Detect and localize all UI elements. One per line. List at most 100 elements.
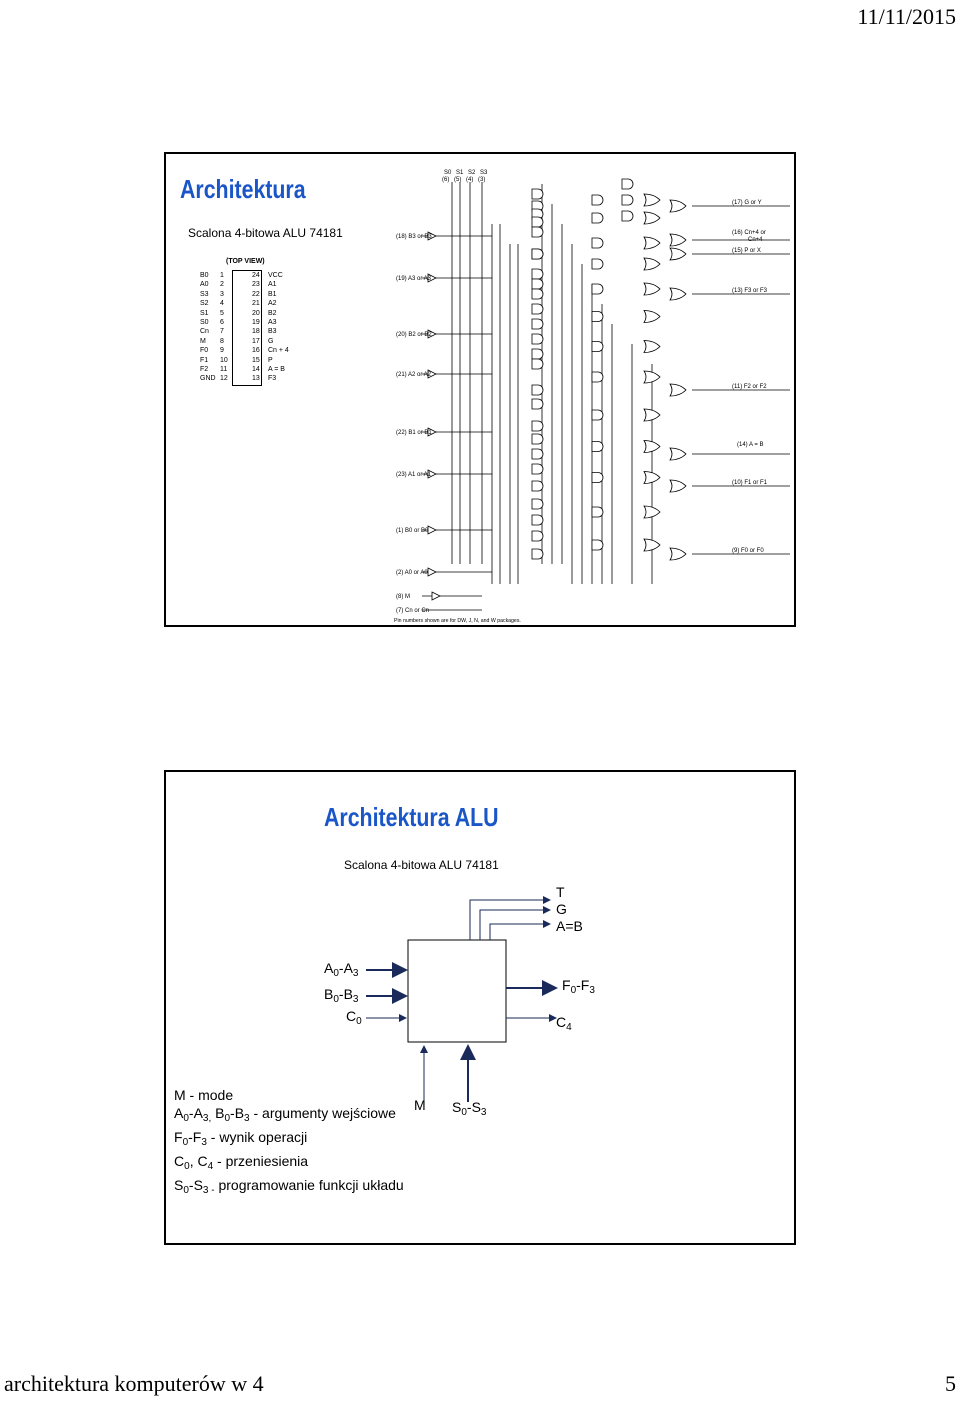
pin-number-right: 23 xyxy=(252,281,260,289)
select-pin-s1: (5) xyxy=(454,177,461,183)
and-gate-icon xyxy=(591,341,604,352)
or-gate-icon xyxy=(643,408,661,422)
or-gate-icon xyxy=(643,505,661,519)
inverter-icon xyxy=(431,591,441,601)
select-pin-s0: (6) xyxy=(442,177,449,183)
output-cn4-bar: Cn+4 xyxy=(748,237,763,243)
ic-body xyxy=(232,270,262,386)
and-gate-icon xyxy=(531,514,544,526)
pin-number-left: 9 xyxy=(220,347,224,355)
or-gate-icon xyxy=(643,538,661,552)
and-gate-icon xyxy=(531,358,544,370)
and-gate-icon xyxy=(591,539,604,551)
input-b1: (22) B1 or B1 xyxy=(396,430,432,436)
output-label-f: F0-F3 xyxy=(562,977,595,996)
alu-logic-schematic: S0 S1 S2 S3 (6) (5) (4) (3) (18) B3 or B… xyxy=(394,170,790,624)
and-gate-icon xyxy=(591,441,604,452)
pin-name-left: F1 xyxy=(200,356,209,364)
or-gate-icon xyxy=(643,310,661,323)
pin-number-right: 17 xyxy=(252,337,260,345)
and-gate-icon xyxy=(591,311,604,322)
input-cn: (7) Cn or Cn xyxy=(396,608,429,614)
or-gate-icon xyxy=(643,282,661,296)
and-gate-icon xyxy=(591,194,604,206)
and-gate-icon xyxy=(531,384,544,396)
pin-name-right: A1 xyxy=(268,281,277,289)
select-label-s0: S0 xyxy=(444,170,452,176)
pin-name-left: F0 xyxy=(200,347,209,355)
alu-box xyxy=(407,939,507,1043)
output-label-c4: C4 xyxy=(556,1014,572,1033)
output-label-t: T xyxy=(556,884,565,900)
or-gate-icon xyxy=(669,383,687,397)
and-gate-icon xyxy=(531,303,544,315)
and-gate-icon xyxy=(531,318,544,330)
input-a1: (23) A1 or A1 xyxy=(396,472,432,478)
pin-name-right: G xyxy=(268,337,274,345)
pin-name-left: M xyxy=(200,337,206,345)
and-gate-icon xyxy=(531,548,544,560)
input-a2: (21) A2 or A2 xyxy=(396,372,432,378)
select-label-s2: S2 xyxy=(468,170,476,176)
legend-line-result: F0-F3 - wynik operacji xyxy=(174,1129,308,1148)
pin-name-left: F2 xyxy=(200,366,209,373)
and-gate-icon xyxy=(591,283,604,295)
schematic-note: Pin numbers shown are for DW, J, N, and … xyxy=(394,618,521,624)
pin-name-right: F3 xyxy=(268,375,277,383)
select-pin-s2: (4) xyxy=(466,177,473,183)
and-gate-icon xyxy=(531,448,544,460)
pin-name-left: GND xyxy=(200,375,216,383)
pin-name-right: B3 xyxy=(268,328,277,336)
output-p: (15) P or X xyxy=(732,248,761,254)
and-gate-icon xyxy=(531,278,544,290)
or-gate-icon xyxy=(669,447,687,461)
output-label-aeqb: A=B xyxy=(556,918,583,934)
select-label-s3: S3 xyxy=(480,170,488,176)
inverter-icon xyxy=(427,231,437,241)
or-gate-icon xyxy=(669,233,687,247)
inverter-icon xyxy=(427,273,437,283)
select-label-s1: S1 xyxy=(456,170,464,176)
or-gate-icon xyxy=(669,199,687,213)
and-gate-icon xyxy=(531,226,544,238)
slide-alu-schematic: Architektura Scalona 4-bitowa ALU 74181 … xyxy=(164,152,796,627)
and-gate-icon xyxy=(591,237,604,249)
pin-number-right: 16 xyxy=(252,347,260,355)
inverter-icon xyxy=(427,567,437,577)
pin-name-left: S2 xyxy=(200,300,209,308)
and-gate-icon xyxy=(591,258,604,270)
input-b3: (18) B3 or B3 xyxy=(396,234,432,240)
and-gate-icon xyxy=(591,409,604,421)
pin-number-right: 18 xyxy=(252,328,260,336)
inverter-icon xyxy=(427,427,437,437)
pin-name-left: Cn xyxy=(200,328,209,336)
or-gate-icon xyxy=(669,287,687,301)
pin-number-left: 7 xyxy=(220,328,224,336)
inverter-icon xyxy=(427,329,437,339)
input-label-a: A0-A3 xyxy=(324,960,359,979)
output-f0: (9) F0 or F0 xyxy=(732,548,764,554)
input-m: (8) M xyxy=(396,594,410,600)
or-gate-icon xyxy=(669,547,687,561)
pin-number-left: 10 xyxy=(220,356,228,364)
pin-number-left: 11 xyxy=(220,366,228,373)
legend-line-args: A0-A3, B0-B3 - argumenty wejściowe xyxy=(174,1105,396,1124)
and-gate-icon xyxy=(531,333,544,345)
pin-name-left: S1 xyxy=(200,309,209,317)
or-gate-icon xyxy=(643,440,661,453)
inverter-icon xyxy=(427,469,437,479)
output-f1: (10) F1 or F1 xyxy=(732,480,768,486)
input-label-s: S0-S3 xyxy=(452,1099,487,1118)
header-date: 11/11/2015 xyxy=(857,4,956,29)
pin-name-right: B1 xyxy=(268,290,277,298)
input-label-b: B0-B3 xyxy=(324,986,359,1005)
input-label-c0: C0 xyxy=(346,1008,362,1027)
and-gate-icon xyxy=(531,480,544,492)
and-gate-icon xyxy=(531,288,544,300)
pin-number-left: 6 xyxy=(220,319,224,326)
and-gate-icon xyxy=(591,472,604,483)
legend-line-carry: C0, C4 - przeniesienia xyxy=(174,1153,309,1172)
output-aeqb: (14) A = B xyxy=(737,442,764,448)
and-gate-icon xyxy=(531,188,544,200)
and-gate-icon xyxy=(531,398,544,410)
